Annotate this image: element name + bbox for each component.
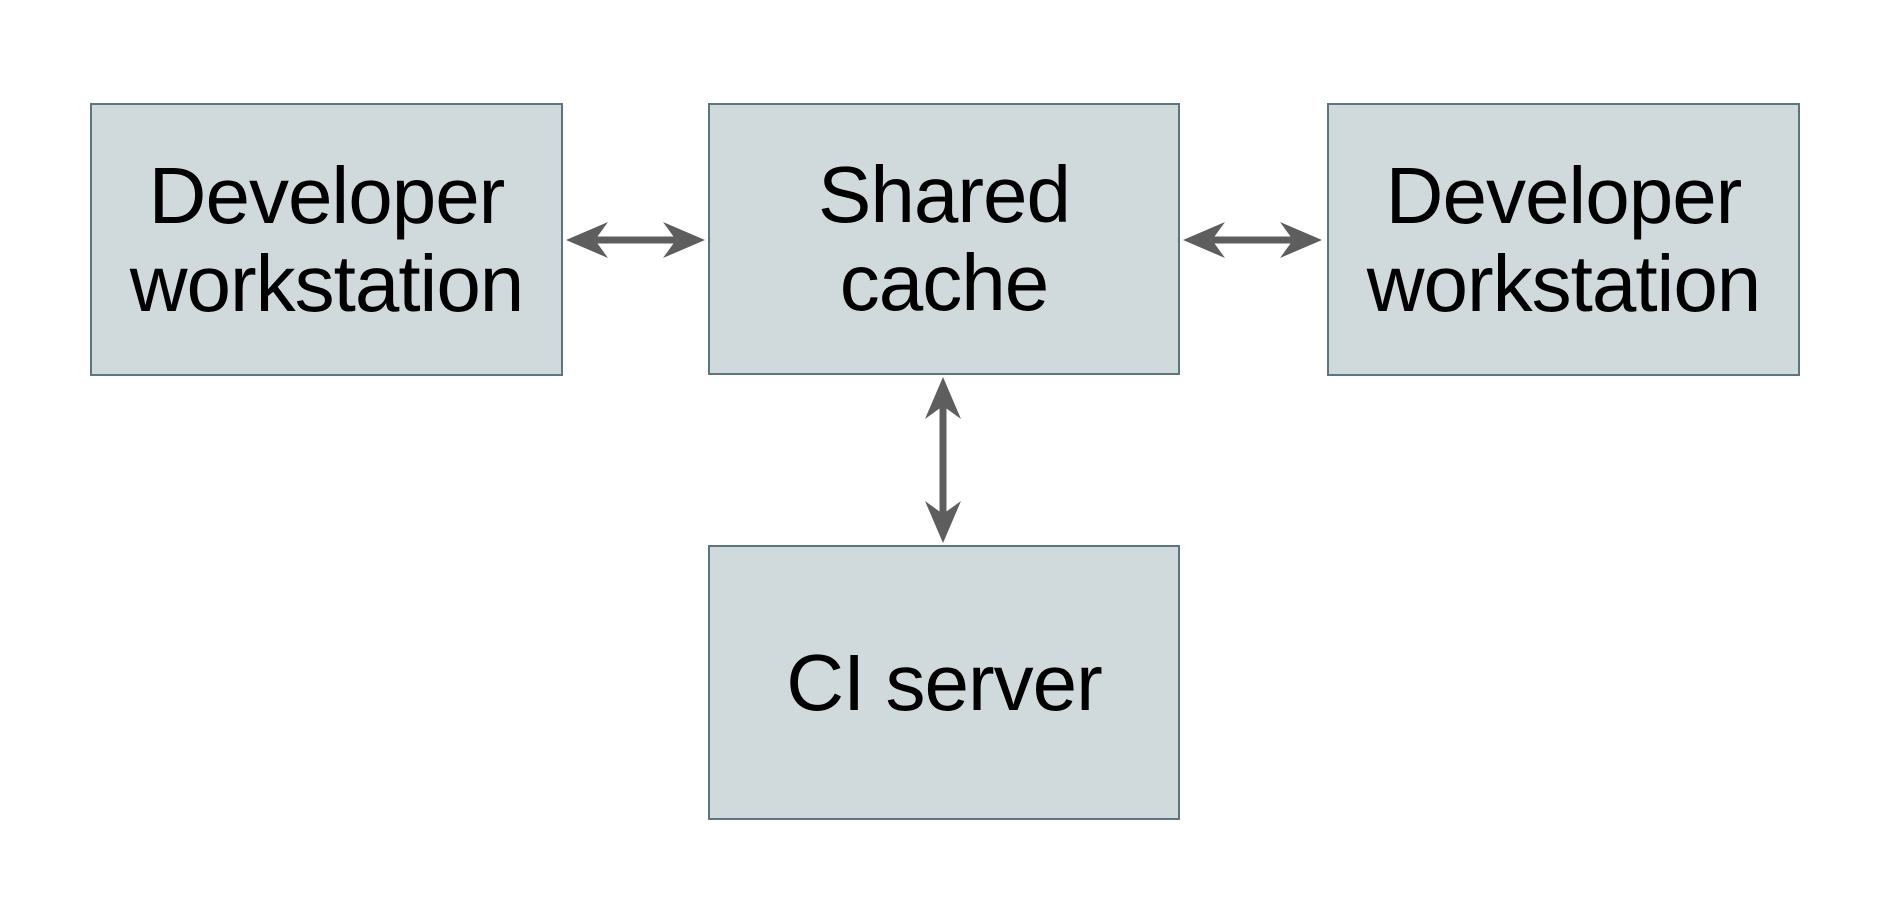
node-label-ci-server: CI server bbox=[786, 637, 1102, 727]
node-developer-workstation-right: Developer workstation bbox=[1327, 103, 1800, 376]
bidirectional-arrow-icon-right bbox=[1183, 222, 1322, 258]
node-label-developer-workstation-right: Developer workstation bbox=[1366, 150, 1762, 328]
node-shared-cache: Shared cache bbox=[708, 103, 1180, 375]
node-developer-workstation-left: Developer workstation bbox=[90, 103, 563, 376]
node-ci-server: CI server bbox=[708, 545, 1180, 820]
bidirectional-arrow-icon-left bbox=[566, 222, 705, 258]
bidirectional-arrow-icon-vertical bbox=[925, 377, 961, 543]
node-label-developer-workstation-left: Developer workstation bbox=[129, 150, 525, 328]
node-label-shared-cache: Shared cache bbox=[818, 150, 1071, 327]
